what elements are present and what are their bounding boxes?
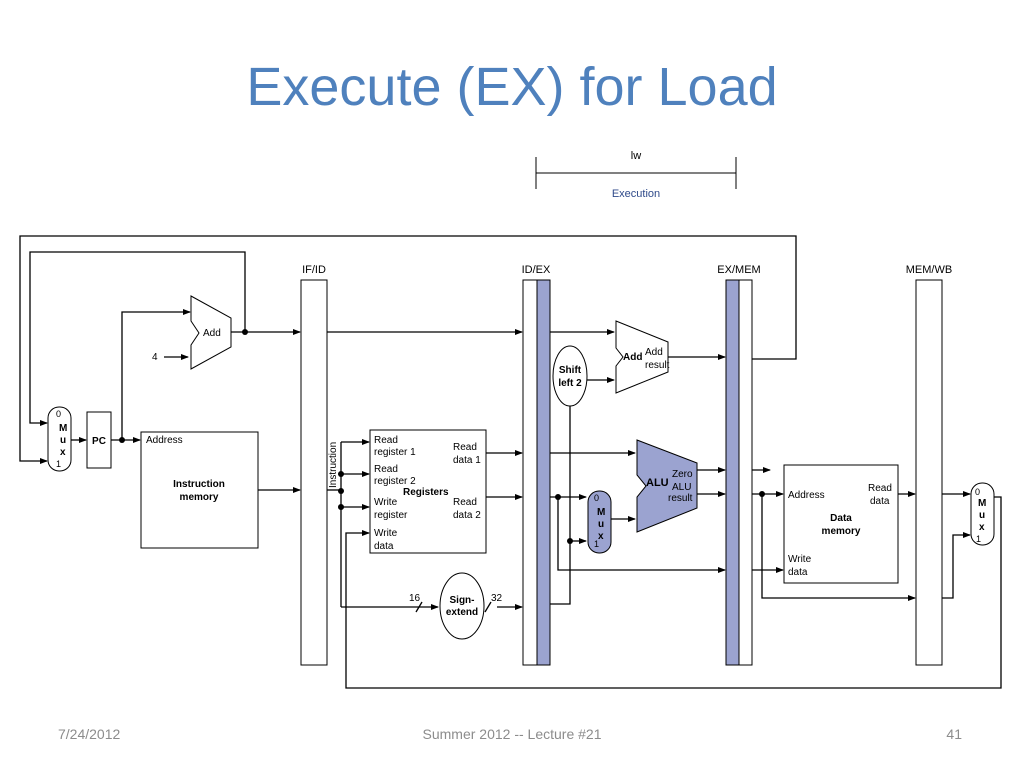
svg-text:register 2: register 2 xyxy=(374,476,416,487)
ex-mem-register-highlight xyxy=(725,279,740,666)
svg-text:Sign-: Sign- xyxy=(450,595,475,606)
wire-junctions xyxy=(119,329,765,544)
data-memory: Address Read data Data memory Write data xyxy=(783,464,899,584)
svg-text:M: M xyxy=(978,498,986,509)
svg-text:ALU: ALU xyxy=(672,482,691,493)
register-file: Read register 1 Read register 2 Write re… xyxy=(369,429,487,554)
svg-text:Address: Address xyxy=(146,435,183,446)
stage-name-label: Execution xyxy=(612,188,660,200)
svg-text:1: 1 xyxy=(594,539,599,549)
footer-date: 7/24/2012 xyxy=(58,726,121,742)
svg-text:register 1: register 1 xyxy=(374,447,416,458)
svg-text:u: u xyxy=(598,519,604,530)
if-id-register xyxy=(300,279,328,666)
stage-indicator: lw Execution xyxy=(535,150,737,200)
svg-text:x: x xyxy=(598,531,604,542)
mem-wb-label: MEM/WB xyxy=(906,264,952,276)
svg-text:x: x xyxy=(979,522,985,533)
svg-text:0: 0 xyxy=(975,487,980,497)
svg-text:Write: Write xyxy=(788,554,812,565)
svg-text:x: x xyxy=(60,447,66,458)
svg-text:M: M xyxy=(59,423,67,434)
pc-register: PC xyxy=(86,411,112,469)
svg-text:data: data xyxy=(374,541,394,552)
mem-wb-register xyxy=(915,279,943,666)
svg-text:Add: Add xyxy=(623,352,642,363)
svg-text:M: M xyxy=(597,507,605,518)
instruction-bus-label: Instruction xyxy=(328,442,339,488)
id-ex-register-highlight xyxy=(536,279,551,666)
svg-text:Shift: Shift xyxy=(559,365,582,376)
svg-text:Add: Add xyxy=(203,328,221,339)
svg-text:memory: memory xyxy=(822,526,861,537)
svg-text:u: u xyxy=(60,435,66,446)
svg-text:0: 0 xyxy=(594,493,599,503)
branch-adder: Add Add result xyxy=(615,320,670,394)
svg-text:data 1: data 1 xyxy=(453,455,481,466)
if-id-label: IF/ID xyxy=(302,264,326,276)
svg-text:data: data xyxy=(870,496,890,507)
svg-text:left 2: left 2 xyxy=(558,378,582,389)
svg-text:Write: Write xyxy=(374,528,398,539)
svg-text:Read: Read xyxy=(374,464,398,475)
id-ex-label: ID/EX xyxy=(522,264,551,276)
instruction-memory: Address Instruction memory xyxy=(140,431,259,549)
svg-text:1: 1 xyxy=(976,534,981,544)
svg-text:Zero: Zero xyxy=(672,469,693,480)
svg-text:32: 32 xyxy=(491,593,503,604)
svg-text:Read: Read xyxy=(868,483,892,494)
pipeline-registers: IF/ID ID/EX EX/MEM MEM/WB xyxy=(300,264,952,666)
shift-left-2: Shift left 2 xyxy=(552,345,588,407)
footer-page-number: 41 xyxy=(946,726,962,742)
writeback-mux: 0 M u x 1 xyxy=(970,482,995,546)
svg-text:data 2: data 2 xyxy=(453,510,481,521)
sign-extend: Sign- extend 16 32 xyxy=(409,572,503,640)
svg-text:ALU: ALU xyxy=(646,477,669,489)
ex-mem-label: EX/MEM xyxy=(717,264,760,276)
svg-text:Instruction: Instruction xyxy=(173,479,225,490)
svg-text:16: 16 xyxy=(409,593,421,604)
svg-text:data: data xyxy=(788,567,808,578)
pc-adder: Add 4 xyxy=(152,295,232,370)
svg-text:Address: Address xyxy=(788,490,825,501)
svg-text:result: result xyxy=(668,493,693,504)
stage-instruction-label: lw xyxy=(631,150,641,162)
svg-text:Write: Write xyxy=(374,497,398,508)
svg-text:Read: Read xyxy=(374,435,398,446)
svg-text:Add: Add xyxy=(645,347,663,358)
svg-text:Registers: Registers xyxy=(403,487,449,498)
svg-text:result: result xyxy=(645,360,670,371)
svg-text:Data: Data xyxy=(830,513,852,524)
alu-src-mux: 0 M u x 1 xyxy=(587,490,612,554)
svg-text:register: register xyxy=(374,510,408,521)
svg-text:Read: Read xyxy=(453,442,477,453)
alu: ALU Zero ALU result xyxy=(636,439,698,533)
pc-mux: 0 M u x 1 xyxy=(47,406,72,472)
slide-title: Execute (EX) for Load xyxy=(246,57,778,117)
svg-text:PC: PC xyxy=(92,436,106,447)
footer-lecture: Summer 2012 -- Lecture #21 xyxy=(422,726,602,742)
svg-text:0: 0 xyxy=(56,409,61,419)
svg-text:u: u xyxy=(979,510,985,521)
svg-text:extend: extend xyxy=(446,607,478,618)
datapath-wires xyxy=(19,235,1002,689)
svg-text:Read: Read xyxy=(453,497,477,508)
svg-text:4: 4 xyxy=(152,352,158,363)
svg-text:memory: memory xyxy=(180,492,219,503)
svg-text:1: 1 xyxy=(56,459,61,469)
